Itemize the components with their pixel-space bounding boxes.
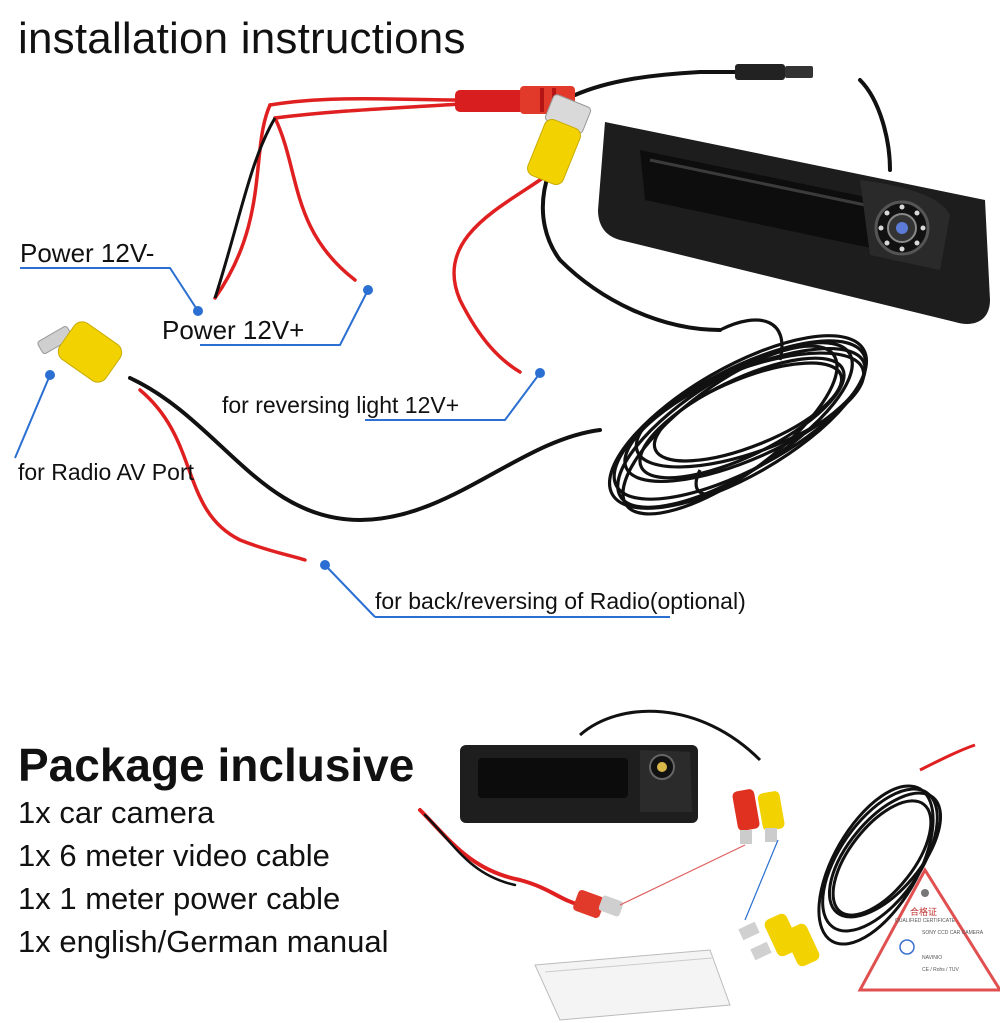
- yellow-rca-connector-camera: [527, 94, 592, 186]
- label-power-minus: Power 12V-: [20, 238, 155, 268]
- package-title: Package inclusive: [18, 739, 415, 791]
- certificate-row-3: CE / Rohs / TUV: [922, 967, 959, 973]
- rca-plugs-package: [738, 913, 820, 967]
- package-item: 1x 6 meter video cable: [18, 838, 330, 873]
- label-back-reversing: for back/reversing of Radio(optional): [375, 588, 746, 614]
- certificate-subtitle: QUALIFIED CERTIFICATE: [895, 918, 956, 924]
- coiled-cable-package: [817, 743, 976, 946]
- package-item: 1x english/German manual: [18, 924, 389, 959]
- certificate-row-1: SONY CCD CAR CAMERA: [922, 930, 984, 936]
- camera-handle-small: [460, 745, 698, 823]
- label-radio-av-port: for Radio AV Port: [18, 459, 194, 485]
- rca-pair-small: [732, 789, 785, 844]
- package-item: 1x 1 meter power cable: [18, 881, 341, 916]
- label-power-plus: Power 12V+: [162, 315, 305, 345]
- callout-lines: [14, 267, 670, 618]
- manual-papers: [534, 949, 731, 1021]
- inline-connector: [735, 64, 813, 80]
- short-cable-small: [579, 709, 762, 762]
- package-callouts: [619, 844, 746, 906]
- coiled-cable: [607, 318, 869, 516]
- yellow-rca-connector-radio: [37, 321, 123, 383]
- label-reversing-light: for reversing light 12V+: [222, 392, 460, 418]
- red-power-wires: [138, 97, 562, 562]
- package-item: 1x car camera: [18, 795, 215, 830]
- certificate-triangle: [857, 867, 1000, 992]
- certificate-row-2: NAVINIO: [922, 955, 943, 961]
- camera-handle-large: [598, 122, 990, 324]
- package-callouts-blue: [744, 839, 779, 921]
- installation-title: installation instructions: [18, 14, 466, 63]
- power-cable-package: [418, 808, 624, 918]
- certificate-title: 合格证: [910, 907, 938, 917]
- black-power-wire: [213, 117, 277, 299]
- callout-dots: [45, 285, 545, 570]
